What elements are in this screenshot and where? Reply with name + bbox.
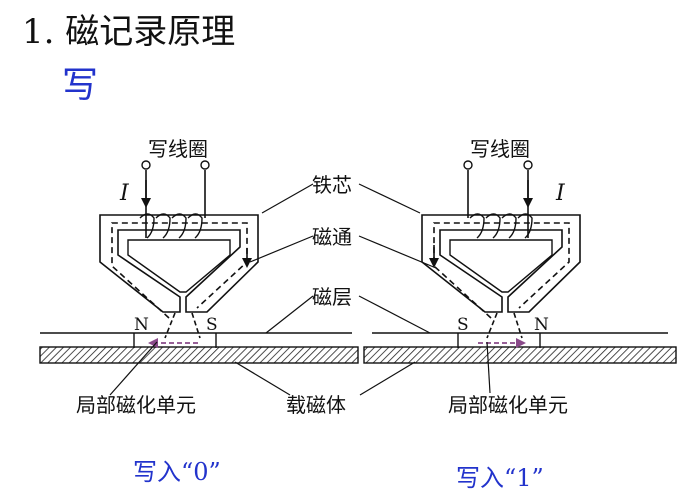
right-unit-label: 局部磁化单元 [448,393,568,417]
caption-right: 写入“1” [456,464,544,492]
layer-leader-right [358,295,431,334]
right-head-group [363,160,677,394]
core-leader-right [358,183,421,214]
left-pole-n: N [134,315,149,335]
right-gap-line-2 [513,312,523,339]
caption-left: 写入“0” [133,458,221,486]
right-current-label: I [555,181,566,206]
carrier-leader-left [234,361,291,396]
right-terminal-1 [463,160,473,170]
left-current-label: I [119,181,130,206]
left-terminal-1 [141,160,151,170]
left-carrier [39,346,359,364]
left-flux-path [111,222,248,319]
carrier-label: 载磁体 [286,393,346,417]
core-leader-left [261,183,314,214]
left-pole-s: S [206,315,218,335]
right-flux-path [433,222,570,319]
left-coil-label: 写线圈 [148,137,208,161]
left-gap-line-2 [191,312,201,339]
layer-label: 磁层 [312,285,352,309]
right-carrier [363,346,677,364]
right-unit-bracket [457,333,541,348]
left-unit-label: 局部磁化单元 [76,393,196,417]
right-coil-label: 写线圈 [470,137,530,161]
right-iron-core-inner [449,239,553,293]
right-unit-leader [486,341,491,394]
left-coil [139,213,203,239]
left-unit-bracket [133,333,217,348]
right-gap-line-1 [486,312,498,339]
right-iron-core [421,214,581,313]
left-unit-leader [109,341,158,396]
flux-label: 磁通 [312,225,352,249]
left-iron-core [99,214,259,313]
core-label: 铁芯 [312,173,352,197]
left-terminal-2 [200,160,210,170]
left-head-group [39,160,359,396]
page-title: 1. 磁记录原理 [22,12,236,52]
layer-leader-left [265,295,314,334]
right-pole-s: S [457,315,469,335]
left-iron-core-inner [127,239,231,293]
flux-leader-right [358,235,437,269]
right-pole-n: N [534,315,549,335]
flux-leader-left [249,235,314,263]
left-gap-line-1 [164,312,176,339]
carrier-leader-right [359,361,416,396]
right-coil [469,213,533,239]
section-subtitle: 写 [62,65,99,106]
right-terminal-2 [523,160,533,170]
